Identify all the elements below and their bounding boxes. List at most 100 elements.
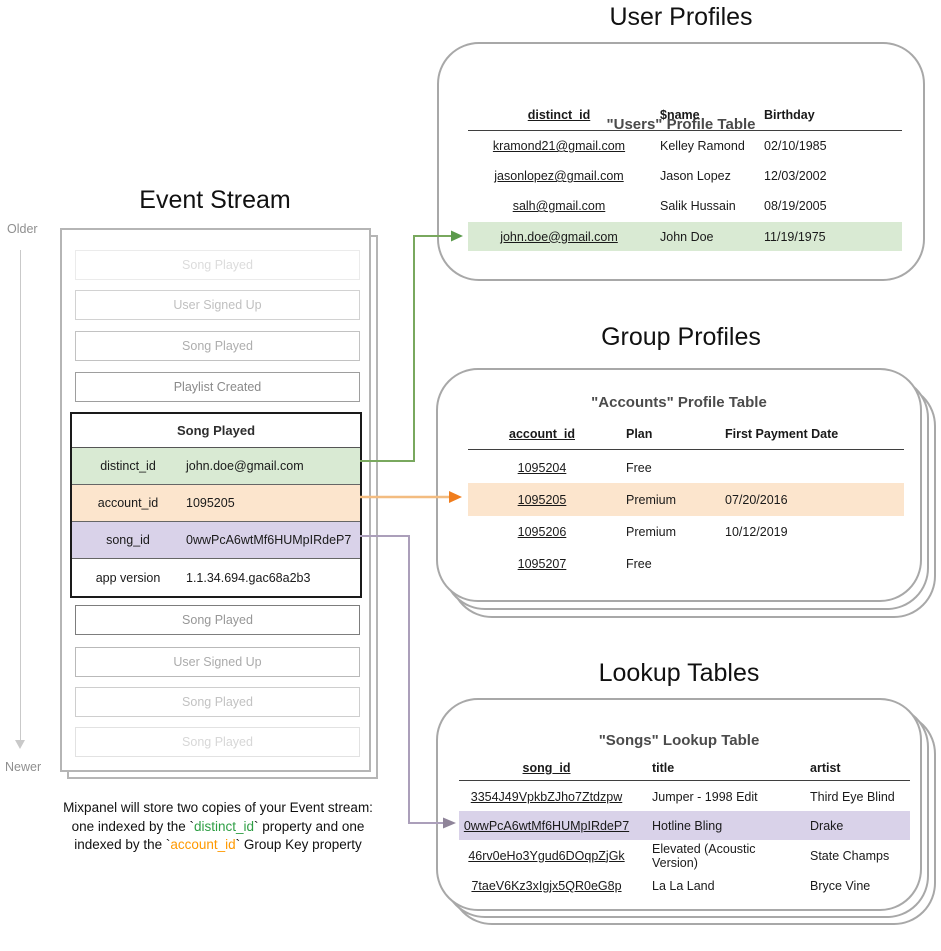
caption-account-id: account_id — [170, 837, 236, 852]
users-profile-card: "Users" Profile Table distinct_id $name … — [437, 42, 925, 281]
cell-name: Kelley Ramond — [660, 139, 745, 153]
column-header-artist: artist — [810, 761, 841, 775]
event-item: Song Played — [75, 727, 360, 757]
cell-account-id: 1095206 — [517, 525, 567, 539]
expanded-event-title: Song Played — [72, 414, 360, 448]
event-stream-title: Event Stream — [139, 186, 291, 214]
cell-birthday: 11/19/1975 — [764, 229, 826, 244]
cell-title: Elevated (Acoustic Version) — [652, 841, 756, 870]
event-property-row-distinct-id: distinct_id john.doe@gmail.com — [72, 448, 360, 485]
cell-artist: Third Eye Blind — [810, 790, 895, 804]
cell-plan: Free — [626, 461, 652, 475]
accounts-table-title: "Accounts" Profile Table — [591, 394, 767, 411]
timeline-line — [20, 250, 21, 740]
newer-label: Newer — [5, 760, 42, 774]
header-separator — [459, 780, 910, 781]
cell-plan: Premium — [626, 492, 677, 507]
table-row: 7taeV6Kz3xIgjx5QR0eG8p La La Land Bryce … — [459, 871, 910, 901]
caption-line1: Mixpanel will store two copies of your E… — [63, 800, 373, 815]
property-value: 0wwPcA6wtMf6HUMpIRdeP7 — [186, 533, 352, 547]
group-profiles-title: Group Profiles — [601, 323, 761, 351]
property-key: distinct_id — [100, 459, 156, 473]
cell-distinct-id: jasonlopez@gmail.com — [494, 169, 624, 183]
cell-artist: State Champs — [810, 848, 890, 863]
cell-account-id: 1095207 — [517, 557, 567, 571]
event-item: Song Played — [75, 687, 360, 717]
cell-first-payment-date: 07/20/2016 — [725, 492, 788, 507]
table-row: kramond21@gmail.com Kelley Ramond 02/10/… — [468, 131, 902, 161]
users-table-header: distinct_id $name Birthday — [468, 102, 902, 128]
cell-song-id: 46rv0eHo3Ygud6DOqpZjGk — [468, 848, 625, 863]
cell-account-id: 1095204 — [517, 461, 567, 475]
column-header-title: title — [652, 761, 675, 775]
songs-table-title: "Songs" Lookup Table — [598, 732, 760, 749]
older-label: Older — [7, 222, 38, 236]
users-table-title: "Users" Profile Table — [606, 116, 756, 133]
event-item: Song Played — [75, 331, 360, 361]
property-value: john.doe@gmail.com — [186, 459, 304, 473]
cell-first-payment-date: 10/12/2019 — [725, 525, 788, 539]
event-property-row-account-id: account_id 1095205 — [72, 485, 360, 522]
cell-birthday: 02/10/1985 — [764, 139, 827, 153]
table-row: 1095206 Premium 10/12/2019 — [468, 516, 904, 548]
lookup-tables-title: Lookup Tables — [598, 659, 760, 687]
caption-line3-post: ` Group Key property — [235, 837, 362, 852]
table-row: jasonlopez@gmail.com Jason Lopez 12/03/2… — [468, 161, 902, 191]
property-value: 1095205 — [186, 496, 235, 510]
songs-lookup-card: "Songs" Lookup Table song_id title artis… — [436, 698, 922, 911]
table-row-highlighted: 1095205 Premium 07/20/2016 — [468, 483, 904, 516]
column-header-name: $name — [660, 108, 700, 122]
table-row: 1095204 Free — [468, 453, 904, 483]
cell-title: La La Land — [652, 879, 715, 893]
timeline-arrowhead-icon — [15, 740, 25, 749]
column-header-account-id: account_id — [509, 427, 575, 441]
event-stream-box: Song Played User Signed Up Song Played P… — [60, 228, 371, 772]
cell-artist: Bryce Vine — [810, 879, 871, 893]
event-property-row-song-id: song_id 0wwPcA6wtMf6HUMpIRdeP7 — [72, 522, 360, 559]
table-row: 3354J49VpkbZJho7Ztdzpw Jumper - 1998 Edi… — [459, 783, 910, 811]
cell-distinct-id: kramond21@gmail.com — [492, 139, 626, 153]
cell-name: Salik Hussain — [660, 199, 736, 213]
event-item: Song Played — [75, 250, 360, 280]
cell-song-id: 3354J49VpkbZJho7Ztdzpw — [470, 790, 623, 804]
caption-distinct-id: distinct_id — [193, 818, 255, 834]
cell-birthday: 12/03/2002 — [764, 169, 827, 183]
property-key: song_id — [106, 533, 150, 547]
column-header-distinct-id: distinct_id — [527, 108, 591, 122]
property-key: app version — [95, 570, 161, 585]
cell-plan: Free — [626, 557, 652, 571]
cell-name: John Doe — [660, 229, 714, 244]
caption-line2-pre: one indexed by the ` — [71, 818, 194, 834]
cell-distinct-id: john.doe@gmail.com — [500, 229, 618, 244]
caption-line3-pre: indexed by the ` — [74, 837, 171, 852]
songs-table-header: song_id title artist — [459, 755, 910, 781]
cell-name: Jason Lopez — [660, 169, 731, 183]
header-separator — [468, 130, 902, 131]
table-row-highlighted: john.doe@gmail.com John Doe 11/19/1975 — [468, 222, 902, 251]
caption-line2-post: ` property and one — [254, 818, 365, 834]
user-profiles-title: User Profiles — [609, 3, 753, 31]
event-item: Song Played — [75, 605, 360, 635]
event-item: User Signed Up — [75, 647, 360, 677]
cell-song-id: 0wwPcA6wtMf6HUMpIRdeP7 — [463, 818, 630, 833]
cell-account-id: 1095205 — [517, 492, 567, 507]
column-header-plan: Plan — [626, 427, 653, 441]
caption: Mixpanel will store two copies of your E… — [38, 799, 398, 855]
cell-plan: Premium — [626, 525, 677, 539]
cell-title: Hotline Bling — [652, 818, 723, 833]
header-separator — [468, 449, 904, 450]
property-key: account_id — [97, 496, 159, 510]
cell-song-id: 7taeV6Kz3xIgjx5QR0eG8p — [471, 879, 622, 893]
table-row: 1095207 Free — [468, 548, 904, 580]
event-property-row-app-version: app version 1.1.34.694.gac68a2b3 — [72, 559, 360, 596]
column-header-birthday: Birthday — [764, 108, 815, 122]
cell-title: Jumper - 1998 Edit — [652, 790, 758, 804]
column-header-song-id: song_id — [522, 761, 571, 775]
event-item: Playlist Created — [75, 372, 360, 402]
table-row: 46rv0eHo3Ygud6DOqpZjGk Elevated (Acousti… — [459, 840, 910, 871]
table-row: salh@gmail.com Salik Hussain 08/19/2005 — [468, 191, 902, 221]
event-item: User Signed Up — [75, 290, 360, 320]
expanded-event-card: Song Played distinct_id john.doe@gmail.c… — [70, 412, 362, 598]
property-value: 1.1.34.694.gac68a2b3 — [186, 570, 311, 585]
